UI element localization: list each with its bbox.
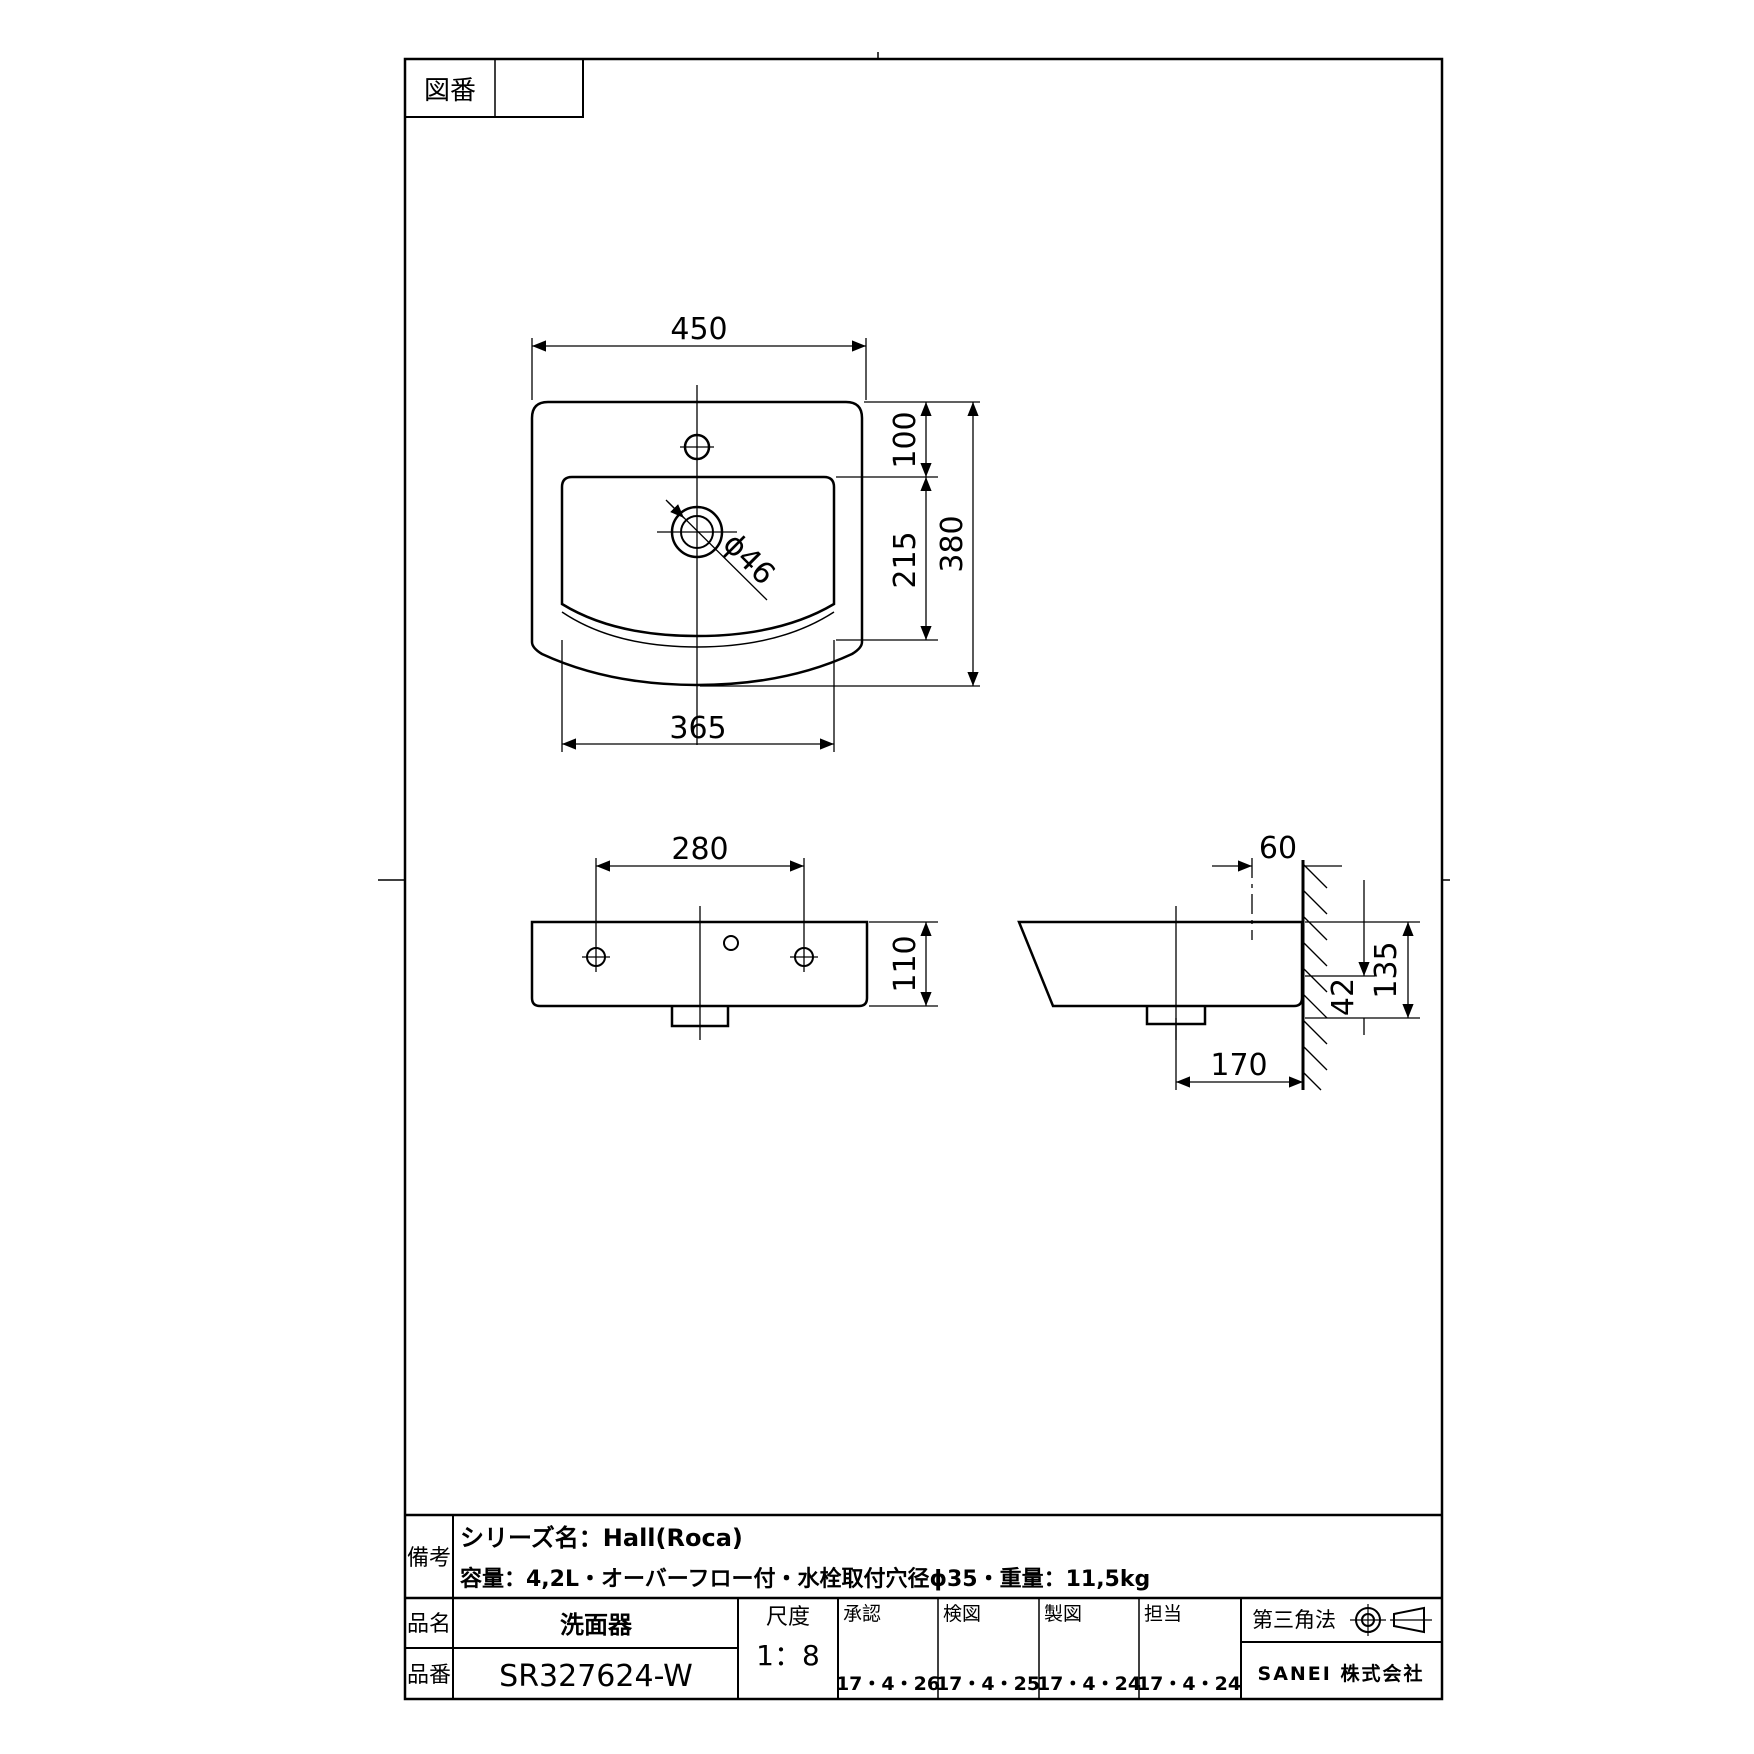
approval-date: 17・4・26 — [836, 1673, 940, 1695]
overflow-hole — [723, 935, 739, 951]
dim-drain-from-wall: 170 — [1210, 1048, 1267, 1083]
side-view-dimensions — [1175, 858, 1420, 1090]
sheet-frame — [378, 52, 1450, 1701]
charge-date: 17・4・24 — [1137, 1673, 1241, 1695]
inspection-date: 17・4・25 — [936, 1673, 1040, 1695]
approval-label: 承認 — [843, 1603, 881, 1625]
dim-side-offset: 60 — [1259, 831, 1297, 866]
dim-mount-span: 280 — [671, 832, 728, 867]
projection-label: 第三角法 — [1252, 1608, 1336, 1632]
remarks-label: 備考 — [407, 1546, 451, 1571]
scale-label: 尺度 — [766, 1605, 810, 1630]
third-angle-projection-icon — [1350, 1604, 1432, 1636]
dim-bowl-depth: 215 — [888, 531, 923, 588]
dim-top-width: 450 — [670, 312, 727, 347]
series-line: シリーズ名：Hall(Roca) — [460, 1524, 743, 1552]
drawing-number-box: 図番 — [404, 58, 584, 118]
item-code: SR327624-W — [499, 1659, 693, 1694]
dim-side-height: 135 — [1369, 941, 1404, 998]
dim-bottom-width: 365 — [669, 711, 726, 746]
item-name-label: 品名 — [407, 1612, 451, 1637]
spec-line: 容量：4,2L・オーバーフロー付・水栓取付穴径ϕ35・重量：11,5kg — [460, 1566, 1150, 1592]
dim-drain-diameter: ϕ46 — [716, 526, 782, 592]
inspection-label: 検図 — [943, 1603, 981, 1625]
dim-drain-height: 42 — [1326, 978, 1361, 1016]
charge-label: 担当 — [1144, 1603, 1182, 1625]
title-block-grid — [405, 1513, 1442, 1699]
drafting-label: 製図 — [1044, 1603, 1082, 1625]
front-view-dimensions — [595, 858, 938, 1007]
front-view-centerlines — [582, 906, 818, 1040]
basin-outline-front — [530, 920, 869, 1008]
basin-outline-side — [1017, 920, 1304, 1008]
top-view-dimensions — [531, 338, 980, 752]
bowl-front-curve — [561, 611, 835, 648]
drawing-number-label: 図番 — [424, 76, 476, 106]
dim-total-depth: 380 — [935, 515, 970, 572]
scale-value: 1：8 — [756, 1639, 820, 1672]
dim-height: 110 — [888, 935, 923, 992]
item-code-label: 品番 — [407, 1663, 451, 1688]
item-name: 洗面器 — [560, 1611, 633, 1639]
dim-top-depth-front: 100 — [888, 411, 923, 468]
company-name: SANEI 株式会社 — [1258, 1662, 1425, 1685]
top-view-centerlines — [657, 385, 737, 745]
wall-hatching — [1302, 863, 1328, 1091]
drafting-date: 17・4・24 — [1037, 1673, 1141, 1695]
